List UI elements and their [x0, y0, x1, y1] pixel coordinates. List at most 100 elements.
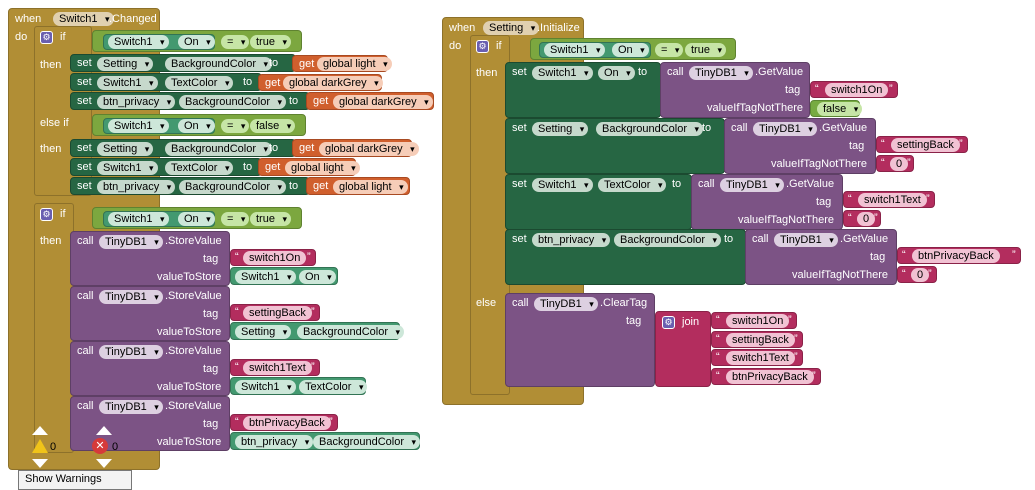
error-next-icon[interactable]	[96, 459, 112, 468]
store-value-call[interactable]: call TinyDB1 .StoreValue tag valueToStor…	[70, 231, 230, 286]
set-property-block[interactable]: set Setting BackgroundColor to	[505, 118, 725, 174]
property-dropdown[interactable]: TextColor	[598, 178, 667, 192]
component-dropdown[interactable]: Switch1	[97, 76, 158, 90]
operator-dropdown[interactable]: =	[221, 35, 250, 49]
gear-icon[interactable]: ⚙	[476, 40, 489, 53]
text-value[interactable]: switch1Text	[243, 361, 312, 375]
event-component-dropdown[interactable]: Switch1	[53, 12, 114, 26]
set-property-block[interactable]: set Setting BackgroundColor to	[70, 54, 296, 72]
text-block[interactable]: “ 0 ”	[843, 210, 881, 227]
property-dropdown[interactable]: On	[178, 212, 215, 226]
text-block[interactable]: “ settingBack ”	[230, 304, 320, 321]
property-dropdown[interactable]: BackgroundColor	[165, 57, 272, 71]
set-property-block[interactable]: set Switch1 TextColor to	[70, 158, 262, 176]
text-block[interactable]: “ btnPrivacyBack ”	[711, 368, 821, 385]
text-block[interactable]: “ switch1On ”	[711, 312, 797, 329]
property-dropdown[interactable]: BackgroundColor	[313, 435, 420, 449]
text-block[interactable]: “ 0 ”	[876, 155, 914, 172]
property-getter[interactable]: Switch1 On	[103, 118, 215, 134]
operator-dropdown[interactable]: =	[221, 212, 250, 226]
property-getter[interactable]: Switch1 On	[103, 211, 215, 227]
text-value[interactable]: 0	[890, 157, 909, 171]
component-dropdown[interactable]: btn_privacy	[532, 233, 611, 247]
set-property-block[interactable]: set Setting BackgroundColor to	[70, 139, 296, 157]
component-dropdown[interactable]: Switch1	[544, 43, 605, 57]
component-dropdown[interactable]: Switch1	[532, 66, 593, 80]
get-variable-block[interactable]: get global darkGrey	[306, 92, 434, 110]
store-value-call[interactable]: call TinyDB1 .StoreValue tag valueToStor…	[70, 286, 230, 341]
get-variable-block[interactable]: get global light	[258, 158, 360, 176]
get-variable-block[interactable]: get global light	[292, 55, 392, 72]
property-dropdown[interactable]: BackgroundColor	[179, 95, 286, 109]
text-value[interactable]: switch1On	[243, 251, 307, 265]
text-value[interactable]: switch1Text	[726, 351, 795, 365]
get-value-call[interactable]: call TinyDB1 .GetValue tag valueIfTagNot…	[660, 62, 810, 118]
property-dropdown[interactable]: BackgroundColor	[179, 180, 286, 194]
text-block[interactable]: “ settingBack ”	[711, 331, 803, 348]
get-variable-block[interactable]: get global darkGrey	[258, 74, 383, 91]
property-getter[interactable]: Setting BackgroundColor	[230, 322, 404, 340]
text-value[interactable]: settingBack	[243, 306, 312, 320]
property-dropdown[interactable]: On	[178, 119, 215, 133]
component-dropdown[interactable]: Setting	[235, 325, 292, 339]
variable-dropdown[interactable]: global light	[285, 161, 360, 175]
get-variable-block[interactable]: get global darkGrey	[292, 139, 419, 157]
component-dropdown[interactable]: Switch1	[235, 380, 296, 394]
text-block[interactable]: “ switch1Text ”	[230, 359, 320, 376]
property-dropdown[interactable]: TextColor	[299, 380, 368, 394]
db-dropdown[interactable]: TinyDB1	[99, 290, 163, 304]
gear-icon[interactable]: ⚙	[40, 208, 53, 221]
operator-dropdown[interactable]: =	[221, 119, 250, 133]
text-value[interactable]: switch1On	[825, 83, 889, 97]
show-warnings-button[interactable]: Show Warnings	[18, 470, 132, 490]
db-dropdown[interactable]: TinyDB1	[689, 66, 753, 80]
text-block[interactable]: “ 0 ”	[897, 266, 937, 283]
operator-dropdown[interactable]: =	[655, 43, 684, 57]
property-dropdown[interactable]: BackgroundColor	[596, 122, 703, 136]
db-dropdown[interactable]: TinyDB1	[774, 233, 838, 247]
if-else-block[interactable]: ⚙ if then else if then	[34, 26, 92, 196]
db-dropdown[interactable]: TinyDB1	[99, 345, 163, 359]
property-dropdown[interactable]: BackgroundColor	[297, 325, 404, 339]
db-dropdown[interactable]: TinyDB1	[753, 122, 817, 136]
clear-tag-call[interactable]: call TinyDB1 .ClearTag tag	[505, 293, 655, 387]
get-variable-block[interactable]: get global light	[306, 177, 410, 195]
component-dropdown[interactable]: Switch1	[108, 212, 169, 226]
component-dropdown[interactable]: Switch1	[235, 270, 296, 284]
db-dropdown[interactable]: TinyDB1	[534, 297, 598, 311]
component-dropdown[interactable]: btn_privacy	[97, 95, 176, 109]
component-dropdown[interactable]: Switch1	[108, 35, 169, 49]
join-block[interactable]: ⚙ join	[655, 311, 711, 387]
property-dropdown[interactable]: On	[178, 35, 215, 49]
variable-dropdown[interactable]: global darkGrey	[333, 95, 433, 109]
text-value[interactable]: btnPrivacyBack	[912, 249, 1000, 263]
component-dropdown[interactable]: btn_privacy	[235, 435, 314, 449]
compare-block[interactable]: Switch1 On = true	[92, 207, 302, 229]
event-component-dropdown[interactable]: Setting	[483, 21, 540, 35]
get-value-call[interactable]: call TinyDB1 .GetValue tag valueIfTagNot…	[745, 229, 897, 285]
if-else-block[interactable]: ⚙ if then else	[470, 35, 510, 395]
component-dropdown[interactable]: Switch1	[97, 161, 158, 175]
component-dropdown[interactable]: Setting	[97, 57, 154, 71]
logic-block[interactable]: false	[810, 100, 863, 117]
variable-dropdown[interactable]: global darkGrey	[319, 142, 419, 156]
property-dropdown[interactable]: BackgroundColor	[614, 233, 721, 247]
text-value[interactable]: btnPrivacyBack	[243, 416, 331, 430]
set-property-block[interactable]: set Switch1 TextColor to	[70, 73, 262, 91]
logic-value-dropdown[interactable]: true	[250, 35, 291, 49]
gear-icon[interactable]: ⚙	[40, 31, 53, 44]
compare-block[interactable]: Switch1 On = true	[530, 38, 736, 60]
text-block[interactable]: “ switch1On ”	[810, 81, 898, 98]
set-property-block[interactable]: set Switch1 TextColor to	[505, 174, 692, 230]
component-dropdown[interactable]: Switch1	[108, 119, 169, 133]
logic-value-dropdown[interactable]: false	[250, 119, 296, 133]
component-dropdown[interactable]: Switch1	[532, 178, 593, 192]
component-dropdown[interactable]: Setting	[97, 142, 154, 156]
property-getter[interactable]: btn_privacy BackgroundColor	[230, 432, 420, 450]
property-dropdown[interactable]: On	[598, 66, 635, 80]
property-getter[interactable]: Switch1 On	[539, 42, 651, 58]
property-getter[interactable]: Switch1 On	[230, 267, 338, 285]
set-property-block[interactable]: set btn_privacy BackgroundColor to	[70, 177, 310, 195]
db-dropdown[interactable]: TinyDB1	[99, 235, 163, 249]
text-value[interactable]: 0	[911, 268, 930, 282]
